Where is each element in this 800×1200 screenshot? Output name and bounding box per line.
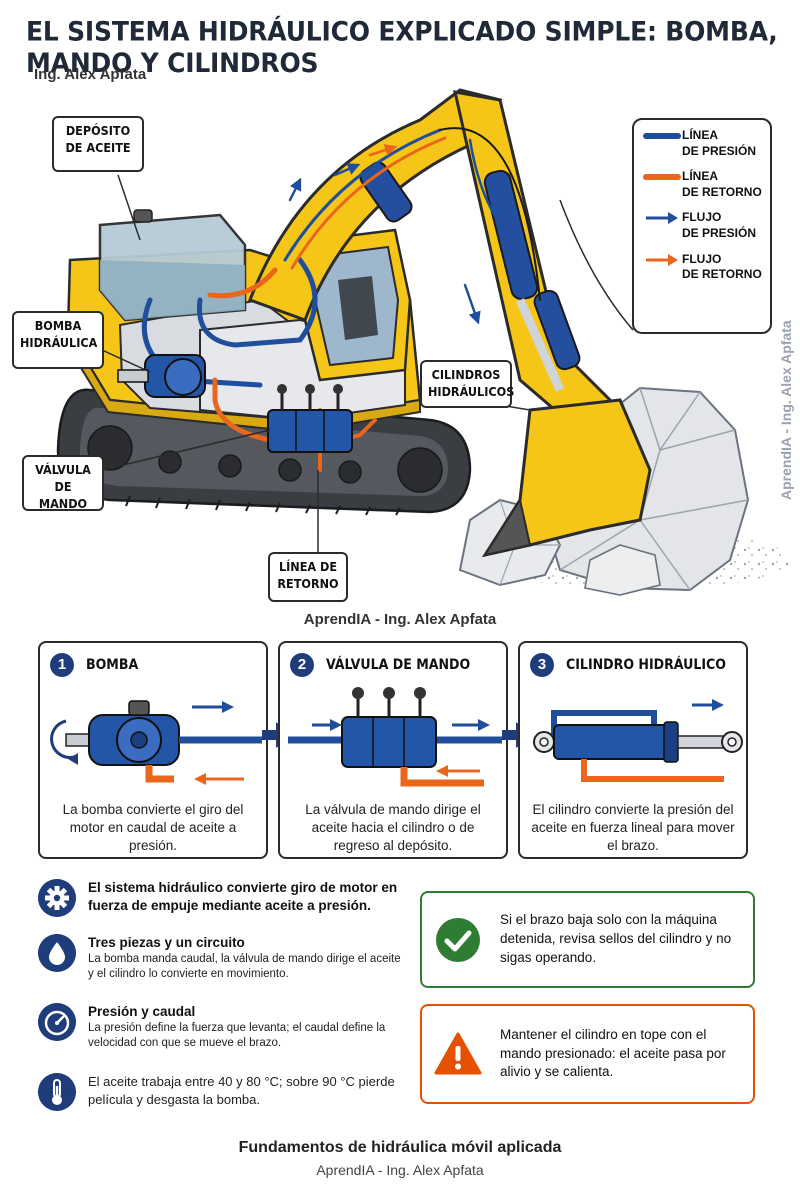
author-name: Ing. Alex Apfata <box>34 66 147 83</box>
pressure-line-icon <box>643 133 681 139</box>
footer-title: Fundamentos de hidráulica móvil aplicada <box>238 1139 562 1156</box>
step-number: 2 <box>290 653 314 677</box>
hydraulic-lines <box>141 127 541 472</box>
tip-ok-text: Si el brazo baja solo con la máquina det… <box>500 912 732 965</box>
fact-three-parts: Tres piezas y un circuito La bomba manda… <box>38 934 408 982</box>
rotation-arrow-icon <box>68 753 78 765</box>
step-header: 1 BOMBA <box>50 653 138 677</box>
callout-oil-tank-label: DEPÓSITO DE ACEITE <box>65 123 131 155</box>
callout-pump-label: BOMBA HIDRÁULICA <box>20 318 98 350</box>
callout-control-valve: VÁLVULA DE MANDO <box>22 455 104 511</box>
legend: LÍNEA DE PRESIÓN LÍNEA DE RETORNO FLUJO … <box>632 118 772 334</box>
legend-label-return-line: LÍNEA DE RETORNO <box>682 169 762 199</box>
legend-label-return-flow: FLUJO DE RETORNO <box>682 251 762 282</box>
warning-icon <box>434 1032 482 1075</box>
drop-icon <box>38 934 76 972</box>
pump-diagram <box>50 700 262 785</box>
tip-warning: Mantener el cilindro en tope con el mand… <box>420 1004 755 1104</box>
legend-item-return-flow: FLUJO DE RETORNO <box>642 252 762 283</box>
pressure-flow-arrow-icon <box>646 212 678 225</box>
callout-oil-tank: DEPÓSITO DE ACEITE <box>52 116 144 172</box>
fact-title: Tres piezas y un circuito <box>88 935 245 950</box>
step-header: 3 CILINDRO HIDRÁULICO <box>530 653 726 677</box>
excavator-illustration <box>56 88 790 596</box>
crawler-tracks <box>56 388 472 516</box>
callout-pump: BOMBA HIDRÁULICA <box>12 311 104 369</box>
callout-cylinders: CILINDROS HIDRÁULICOS <box>420 360 515 408</box>
fact-title: El sistema hidráulico convierte giro de … <box>88 880 398 914</box>
callout-cylinders-label: CILINDROS HIDRÁULICOS <box>428 367 515 399</box>
tip-warning-text: Mantener el cilindro en tope con el mand… <box>500 1026 726 1080</box>
check-icon <box>436 917 480 962</box>
valve-diagram <box>288 687 502 787</box>
step-panel-cylinder: 3 CILINDRO HIDRÁULICO El cilindro convie… <box>518 641 748 859</box>
step-description: La bomba convierte el giro del motor en … <box>62 802 244 854</box>
legend-label-pressure-flow: FLUJO DE PRESIÓN <box>682 210 757 240</box>
callout-control-valve-label: VÁLVULA DE MANDO <box>35 462 91 511</box>
legend-item-pressure-line: LÍNEA DE PRESIÓN <box>642 128 762 159</box>
fact-body: El aceite trabaja entre 40 y 80 °C; sobr… <box>88 1074 395 1107</box>
fact-title: Presión y caudal <box>88 1004 196 1019</box>
step-panel-valve: 2 VÁLVULA DE MANDO La válvula de mando d… <box>278 641 508 859</box>
page-title: EL SISTEMA HIDRÁULICO EXPLICADO SIMPLE: … <box>26 15 778 79</box>
step-number: 1 <box>50 653 74 677</box>
return-flow-arrow-icon <box>646 253 678 266</box>
callout-return-line: LÍNEA DE RETORNO <box>268 552 348 602</box>
fact-pressure-flow: Presión y caudal La presión define la fu… <box>38 1003 408 1051</box>
pump-illustration <box>117 354 206 398</box>
gauge-icon <box>38 1003 76 1041</box>
cylinder-diagram <box>533 699 743 782</box>
step-header: 2 VÁLVULA DE MANDO <box>290 653 470 677</box>
step-number: 3 <box>530 653 554 677</box>
thermometer-icon <box>38 1073 76 1111</box>
step-panel-pump: 1 BOMBA La bomba convierte el giro del m… <box>38 641 268 859</box>
legend-label-pressure-line: LÍNEA DE PRESIÓN <box>682 128 757 158</box>
step-title: VÁLVULA DE MANDO <box>326 657 471 673</box>
callout-return-line-label: LÍNEA DE RETORNO <box>277 559 339 591</box>
fact-summary: El sistema hidráulico convierte giro de … <box>38 879 408 917</box>
step-description: La válvula de mando dirige el aceite hac… <box>305 802 481 854</box>
upper-structure <box>62 209 422 434</box>
valve-block-illustration <box>267 384 353 453</box>
legend-item-return-line: LÍNEA DE RETORNO <box>642 169 762 200</box>
gear-icon <box>38 879 76 917</box>
fact-body: La bomba manda caudal, la válvula de man… <box>88 953 401 981</box>
legend-item-pressure-flow: FLUJO DE PRESIÓN <box>642 210 762 241</box>
step-title: BOMBA <box>86 657 139 673</box>
fact-temperature: El aceite trabaja entre 40 y 80 °C; sobr… <box>38 1073 408 1111</box>
fact-body: La presión define la fuerza que levanta;… <box>88 1022 386 1050</box>
tip-ok: Si el brazo baja solo con la máquina det… <box>420 891 755 988</box>
footer-subtitle: AprendIA - Ing. Alex Apfata <box>316 1162 484 1178</box>
step-description: El cilindro convierte la presión del ace… <box>531 802 735 854</box>
hero-caption: AprendIA - Ing. Alex Apfata <box>303 611 497 628</box>
boom-and-arm <box>248 88 652 558</box>
return-line-icon <box>643 174 681 181</box>
step-title: CILINDRO HIDRÁULICO <box>566 657 727 673</box>
